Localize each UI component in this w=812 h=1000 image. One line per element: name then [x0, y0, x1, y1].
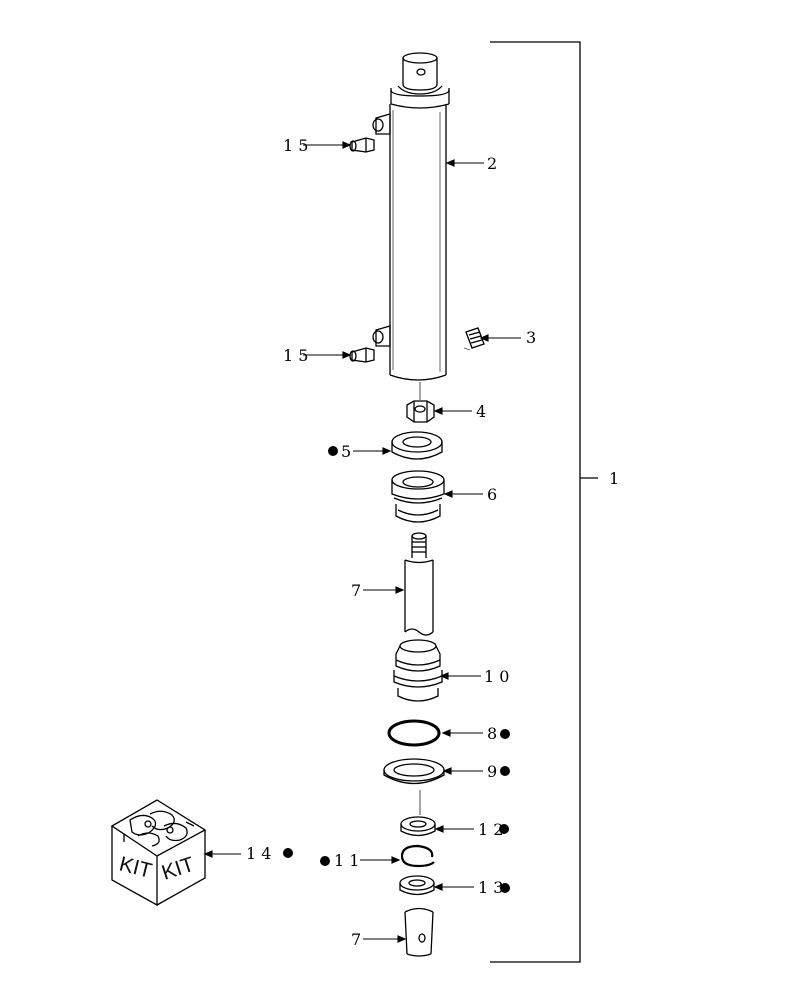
bolt-part-15-lower [349, 347, 375, 363]
callout-12: 1 2 [478, 820, 503, 839]
bolt-part-15-upper [349, 137, 375, 153]
callout-6: 6 [487, 485, 497, 504]
callout-10: 1 0 [484, 667, 509, 686]
callout-13: 1 3 [478, 878, 503, 897]
callout-3: 3 [526, 328, 536, 347]
callout-9: 9 [487, 762, 497, 781]
bullet-11 [320, 856, 330, 866]
fitting-part-3 [463, 327, 485, 351]
callout-7-lower: 7 [351, 930, 361, 949]
bullet-13 [500, 883, 510, 893]
bullet-14 [283, 848, 293, 858]
assembly-bracket [490, 41, 598, 963]
leader-lines [203, 141, 521, 943]
callout-5: 5 [341, 442, 351, 461]
ring-part-9 [383, 758, 445, 785]
callout-4: 4 [476, 402, 486, 421]
callout-8: 8 [487, 724, 497, 743]
kit-label-right: KIT [159, 853, 197, 885]
cylinder-barrel [372, 52, 450, 381]
bullet-8 [500, 729, 510, 739]
gland-part-6 [391, 470, 445, 523]
snap-ring-part-11 [400, 844, 435, 868]
callout-15-upper: 1 5 [283, 136, 308, 155]
callout-1: 1 [609, 469, 619, 488]
rod-part-7 [404, 532, 434, 636]
callout-labels: 1 2 3 4 5 6 7 7 8 9 1 0 1 1 1 2 1 3 1 4 … [246, 136, 619, 949]
bullet-5 [328, 446, 338, 456]
kit-label-left: KIT [117, 853, 154, 883]
pin-part-7-lower [404, 907, 434, 957]
callout-11: 1 1 [334, 851, 359, 870]
bullet-9 [500, 766, 510, 776]
callout-2: 2 [487, 154, 497, 173]
nut-part-4 [406, 400, 435, 423]
washer-part-13 [399, 875, 435, 896]
kit-box-illustration [110, 799, 207, 907]
o-ring-part-8 [387, 719, 441, 747]
callout-7-upper: 7 [351, 581, 361, 600]
bullet-12 [499, 824, 509, 834]
callout-14: 1 4 [246, 844, 271, 863]
piston-part-10 [393, 639, 443, 702]
washer-part-12 [400, 816, 436, 837]
bullet-markers [283, 446, 510, 893]
callout-15-lower: 1 5 [283, 346, 308, 365]
seal-part-5 [391, 431, 443, 460]
